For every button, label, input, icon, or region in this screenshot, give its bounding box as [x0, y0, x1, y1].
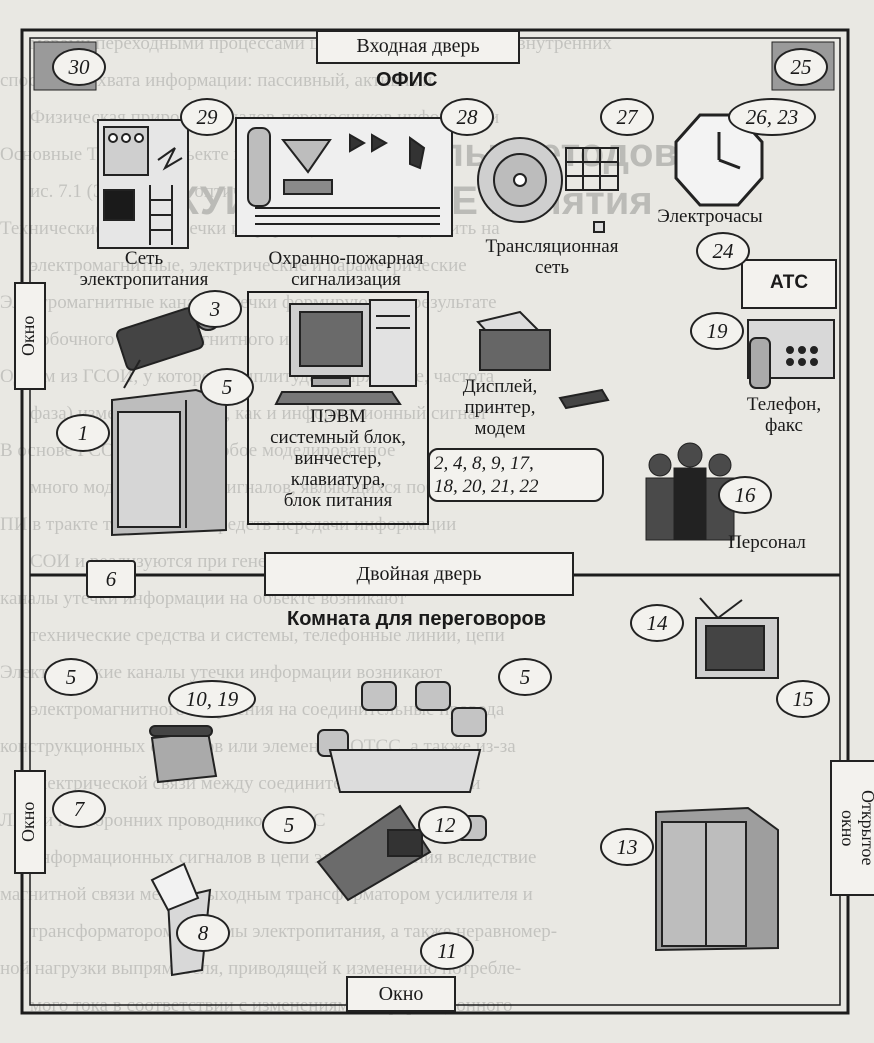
television-icon — [695, 597, 779, 679]
personnel-icon — [645, 442, 735, 541]
background-text-line: магнитной связи между выходным трансформ… — [0, 884, 533, 905]
marker-25: 25 — [774, 48, 828, 86]
display-printer-line3: модем — [474, 418, 526, 439]
window-left-top: Окно — [14, 282, 46, 390]
cabinet-right-icon — [655, 806, 779, 952]
display-printer-label: Дисплей, принтер, модем — [440, 376, 560, 439]
background-text-line: технические средства и системы, телефонн… — [30, 625, 505, 646]
background-text-line: способ перехвата информации: пассивный, … — [0, 70, 433, 91]
window-right-open-line1: Открытое — [858, 790, 874, 866]
pc-numbers-line2: 18, 20, 21, 22 — [434, 476, 539, 497]
meeting-table-icon — [316, 749, 482, 902]
power-net-label: Сеть электропитания — [64, 248, 224, 290]
pc-numbers-line1: 2, 4, 8, 9, 17, — [434, 453, 534, 474]
marker-3: 3 — [188, 290, 242, 328]
marker-12: 12 — [418, 806, 472, 844]
marker-5-right: 5 — [498, 658, 552, 696]
marker-10-19: 10, 19 — [168, 680, 256, 718]
marker-27: 27 — [600, 98, 654, 136]
background-text-line: электромагнитные, электрические и параме… — [30, 255, 467, 276]
display-printer-line2: принтер, — [464, 397, 536, 418]
marker-13: 13 — [600, 828, 654, 866]
pc-numbers-box: 2, 4, 8, 9, 17, 18, 20, 21, 22 — [428, 448, 604, 502]
phone-fax-line2: факс — [765, 415, 803, 436]
electric-clock-label: Электрочасы — [657, 206, 763, 227]
marker-6: 6 — [86, 560, 136, 598]
pc-components-line3: клавиатура, — [290, 469, 386, 490]
pc-workstation-icon — [274, 299, 417, 405]
pc-label: ПЭВМ системный блок, винчестер, клавиату… — [248, 406, 428, 511]
personnel-label: Персонал — [728, 532, 806, 553]
pc-components-line4: блок питания — [283, 490, 393, 511]
office-title: ОФИС — [376, 69, 438, 91]
security-alarm-line2: сигнализация — [291, 269, 401, 290]
background-text-line: Электрические каналы утечки информации в… — [0, 662, 443, 683]
marker-5-top: 5 — [200, 368, 254, 406]
phone-fax-icon — [747, 319, 835, 389]
pc-components-line1: системный блок, — [270, 427, 406, 448]
background-text-line: ной нагрузки выпрямителя, приводящей к и… — [0, 958, 522, 979]
marker-5-table: 5 — [262, 806, 316, 844]
marker-1: 1 — [56, 414, 110, 452]
power-net-line2: электропитания — [79, 269, 209, 290]
marker-5-left: 5 — [44, 658, 98, 696]
window-bottom: Окно — [346, 976, 456, 1012]
entrance-door: Входная дверь — [316, 30, 520, 64]
double-door: Двойная дверь — [264, 552, 574, 596]
power-panel-icon — [97, 119, 189, 249]
display-printer-line1: Дисплей, — [462, 376, 538, 397]
marker-8: 8 — [176, 914, 230, 952]
broadcast-net-line1: Трансляционная — [485, 236, 619, 257]
marker-24: 24 — [696, 232, 750, 270]
broadcast-net-line2: сеть — [534, 257, 570, 278]
pbx-box — [741, 259, 837, 309]
broadcast-network-icon — [477, 137, 619, 233]
phone-fax-label: Телефон, факс — [724, 394, 844, 436]
marker-7: 7 — [52, 790, 106, 828]
broadcast-net-label: Трансляционная сеть — [462, 236, 642, 278]
security-alarm-line1: Охранно-пожарная — [268, 248, 424, 269]
marker-26-23: 26, 23 — [728, 98, 816, 136]
marker-30: 30 — [52, 48, 106, 86]
window-right-open-line2: окно — [838, 809, 858, 847]
meeting-phone-icon — [149, 725, 218, 784]
marker-16: 16 — [718, 476, 772, 514]
security-alarm-label: Охранно-пожарная сигнализация — [238, 248, 454, 290]
fire-alarm-icon — [235, 117, 453, 237]
marker-15: 15 — [776, 680, 830, 718]
pc-components-line2: винчестер, — [294, 448, 382, 469]
cabinet-left-icon — [111, 388, 227, 537]
pc-area-box — [247, 291, 429, 525]
marker-29: 29 — [180, 98, 234, 136]
pc-title: ПЭВМ — [310, 406, 366, 427]
background-text-line: трансформатором системы электропитания, … — [30, 921, 558, 942]
phone-fax-line1: Телефон, — [746, 394, 822, 415]
printer-icon — [476, 310, 610, 410]
marker-19: 19 — [690, 312, 744, 350]
meeting-room-title: Комната для переговоров — [287, 608, 547, 630]
window-left-bottom: Окно — [14, 770, 46, 874]
pbx-label: АТС — [769, 272, 809, 293]
window-right-open: Открытое окно — [830, 760, 874, 896]
marker-11: 11 — [420, 932, 474, 970]
marker-14: 14 — [630, 604, 684, 642]
power-net-line1: Сеть — [124, 248, 164, 269]
marker-28: 28 — [440, 98, 494, 136]
